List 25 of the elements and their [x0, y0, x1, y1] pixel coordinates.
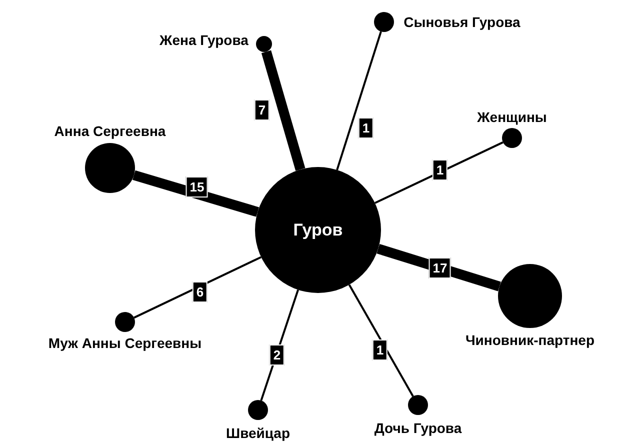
connector-line [134, 256, 262, 319]
node-label: Швейцар [226, 426, 290, 440]
edge-label: 1 [432, 160, 448, 180]
edge-label: 2 [269, 344, 285, 366]
node-label: Анна Сергеевна [54, 124, 166, 138]
edge-label: 1 [372, 340, 388, 360]
node-label: Жена Гурова [160, 33, 248, 47]
connector-line [348, 284, 414, 397]
edge-label: 17 [428, 258, 452, 278]
node-label: Гуров [293, 222, 343, 238]
connector-line [261, 50, 306, 171]
connector-line [376, 244, 501, 292]
connector-line [260, 289, 300, 401]
node-label: Чиновник-партнер [465, 333, 595, 347]
node-label: Дочь Гурова [374, 421, 462, 435]
node-label: Сыновья Гурова [404, 15, 520, 29]
connector-line [132, 170, 260, 217]
edge-label: 15 [186, 176, 208, 198]
connector-line [374, 141, 504, 204]
edge-label: 1 [358, 118, 374, 138]
node-label: Муж Анны Сергеевны [48, 336, 202, 350]
connector-line [336, 31, 382, 170]
node-label: Женщины [477, 110, 547, 124]
edge-label: 7 [254, 100, 270, 120]
edge-label: 6 [192, 282, 208, 302]
